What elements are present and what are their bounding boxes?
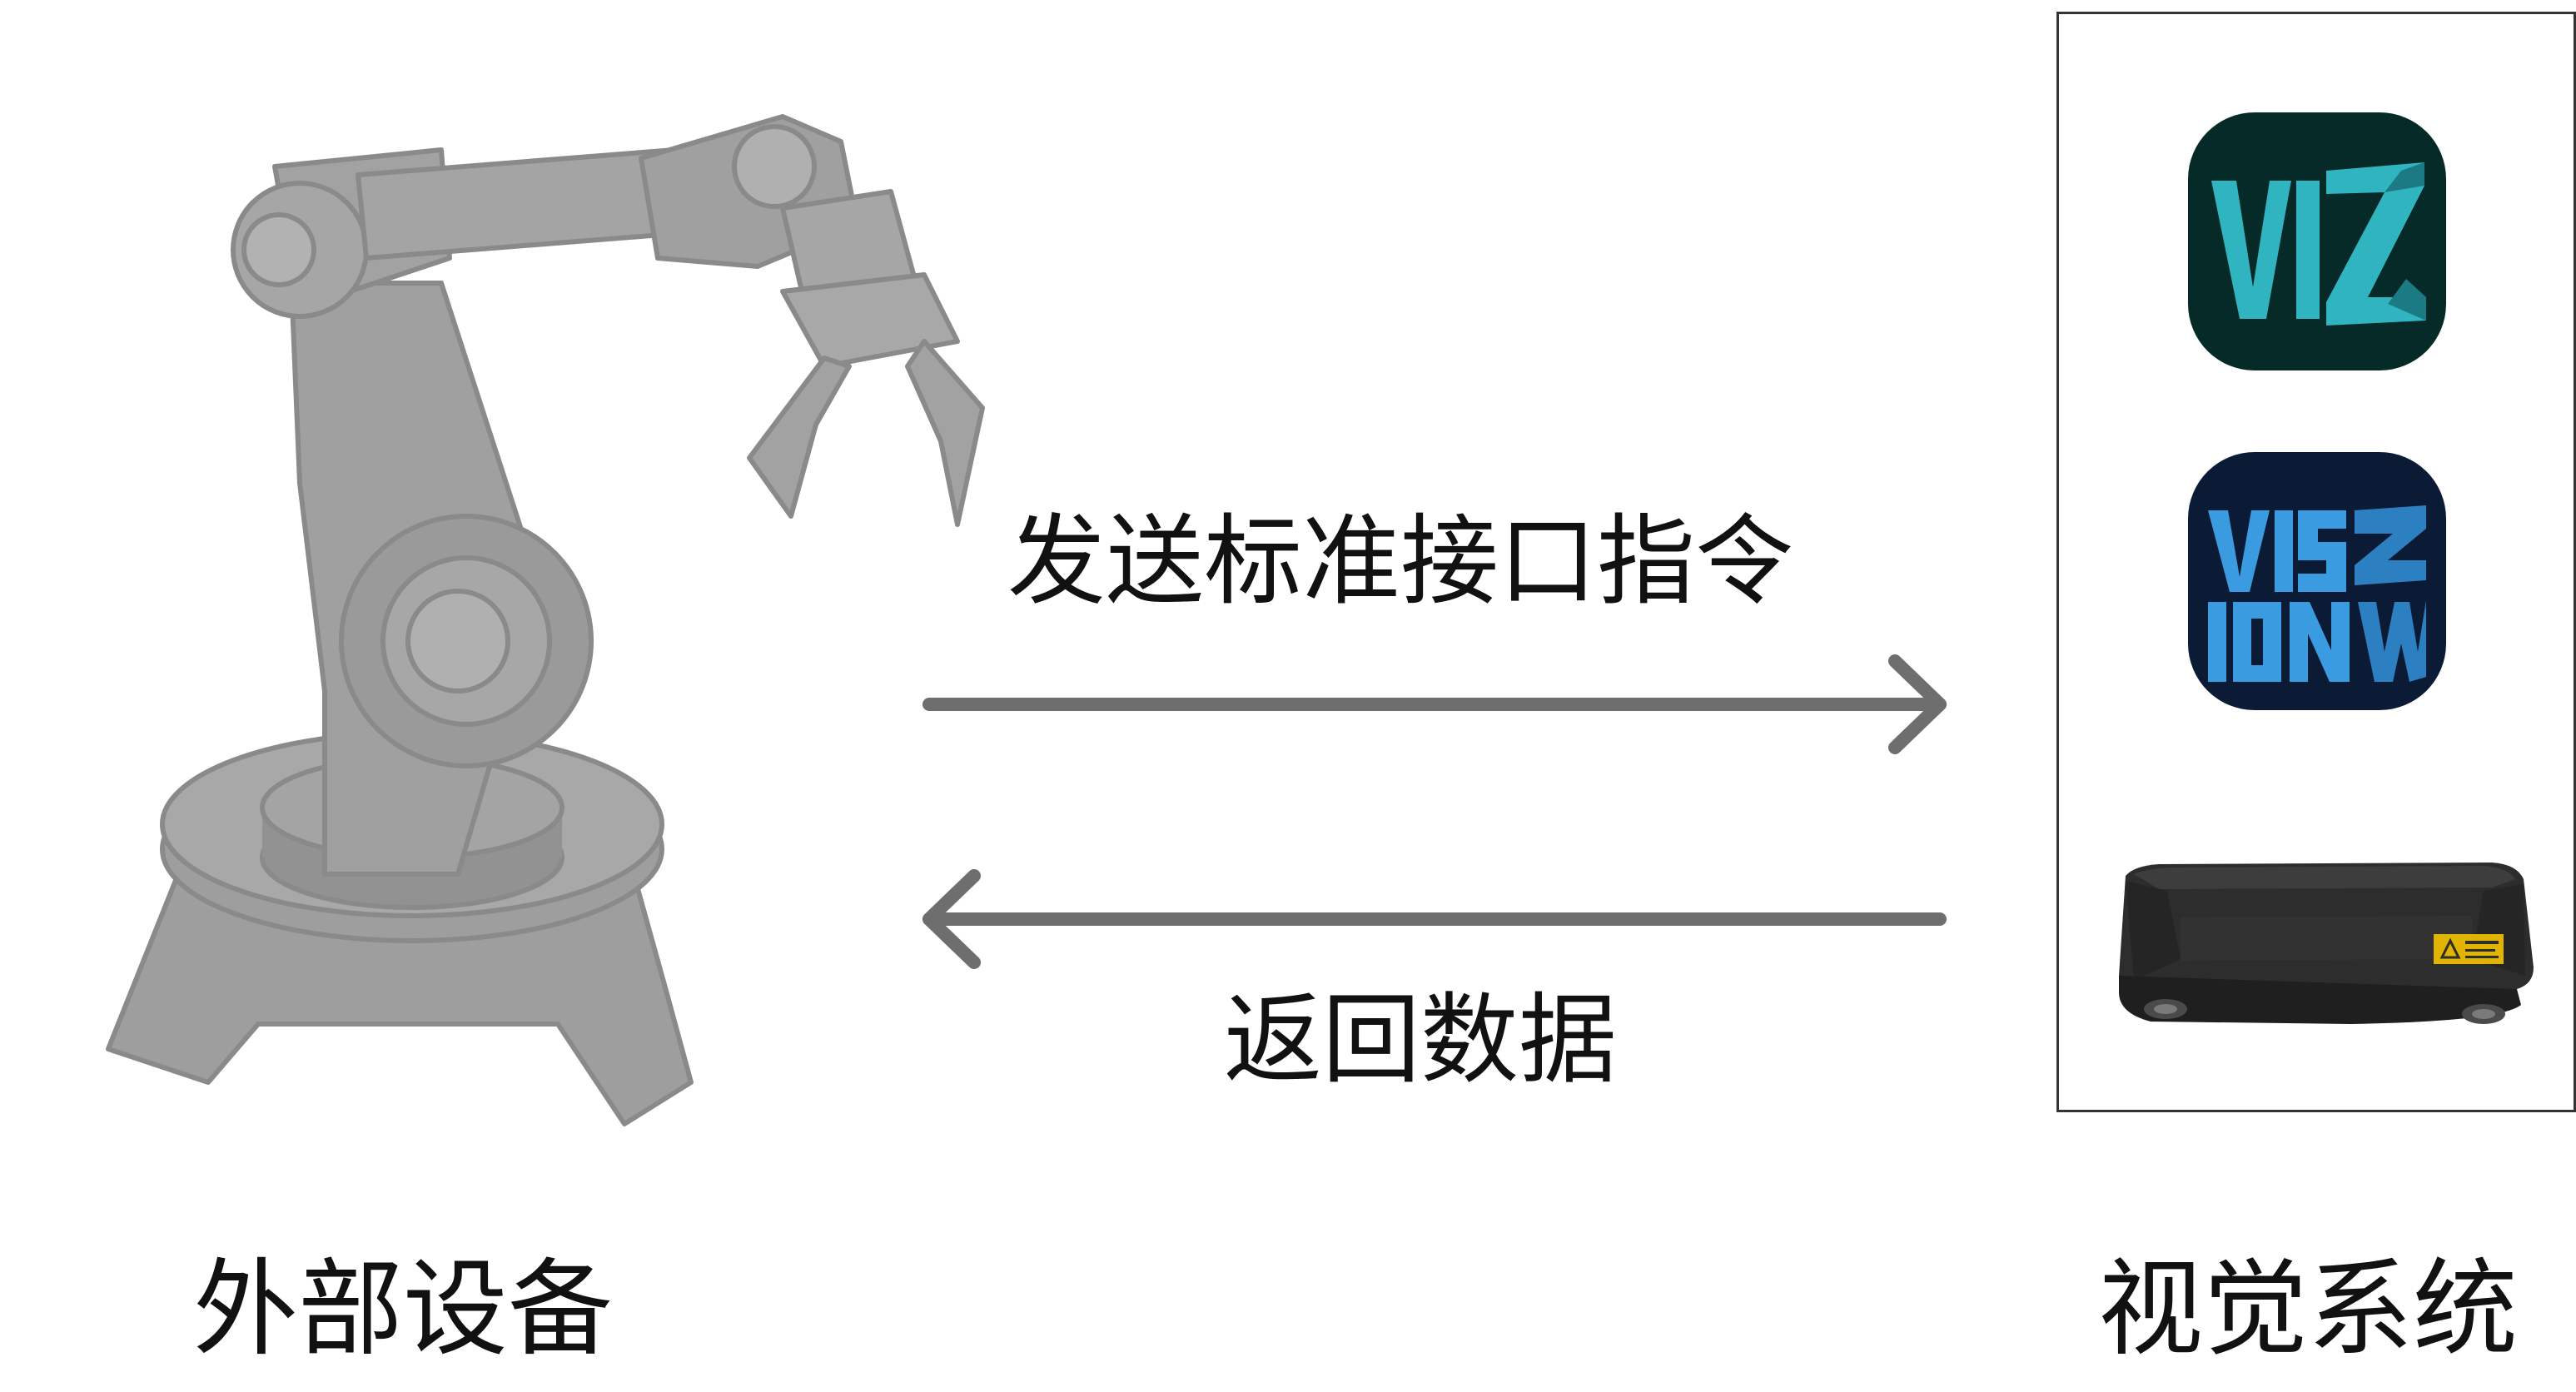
robot-arm-icon xyxy=(92,92,1024,1149)
mech-vision-logo xyxy=(2188,452,2446,710)
arrows xyxy=(922,654,1947,969)
vision-system-panel xyxy=(2056,12,2576,1112)
arrow-right-icon xyxy=(922,654,1947,754)
mech-viz-logo xyxy=(2188,112,2446,370)
3d-camera-icon xyxy=(2101,851,2542,1042)
vision-system-label: 视觉系统 xyxy=(2098,1248,2518,1370)
send-command-label: 发送标准接口指令 xyxy=(1007,504,1794,619)
return-data-label: 返回数据 xyxy=(1224,982,1618,1097)
arrow-left-icon xyxy=(922,869,1947,969)
external-device-label: 外部设备 xyxy=(193,1248,613,1370)
